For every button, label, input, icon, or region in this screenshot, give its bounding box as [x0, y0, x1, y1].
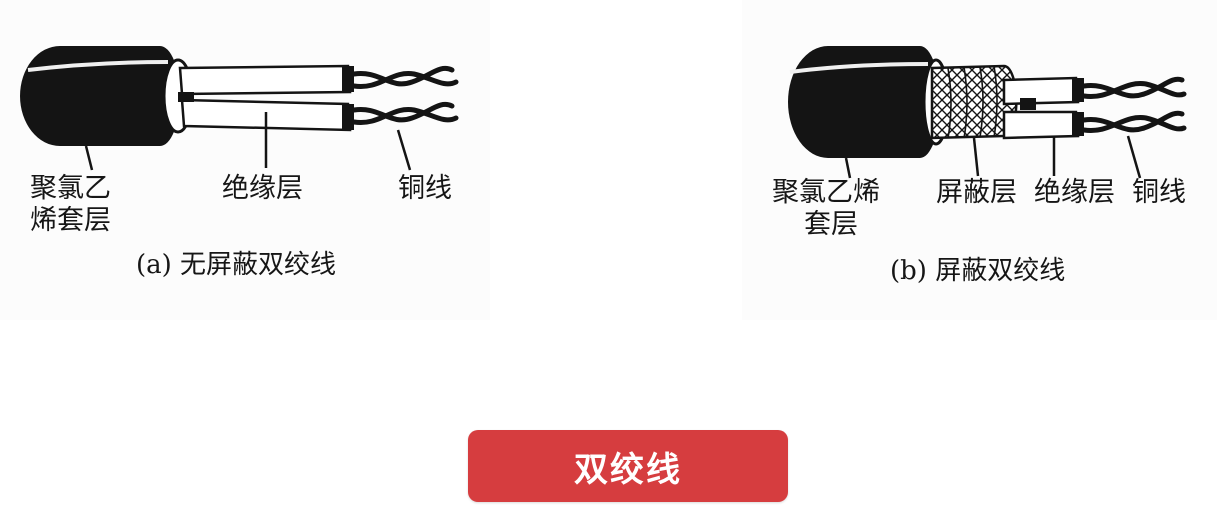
label-insulation: 绝缘层	[222, 173, 303, 204]
label-copper: 铜线	[1132, 177, 1186, 208]
pvc-jacket	[788, 46, 940, 158]
label-jacket-line2: 套层	[804, 209, 858, 240]
unshielded-cable-illustration	[20, 46, 459, 171]
label-copper: 铜线	[398, 173, 452, 204]
label-jacket-line1: 聚氯乙烯	[772, 177, 880, 208]
label-jacket-line2: 烯套层	[30, 205, 111, 236]
title-badge-label: 双绞线	[574, 449, 682, 490]
copper-wires	[1081, 76, 1187, 134]
label-shield: 屏蔽层	[936, 177, 1017, 208]
insulated-conductors	[1002, 76, 1084, 140]
figure-a-unshielded: 聚氯乙 烯套层 绝缘层 铜线 (a) 无屏蔽双绞线	[0, 0, 490, 320]
label-insulation: 绝缘层	[1034, 177, 1115, 208]
title-badge: 双绞线	[468, 430, 788, 502]
figure-b-shielded: 聚氯乙烯 套层 屏蔽层 绝缘层 铜线 (b) 屏蔽双绞线	[742, 0, 1217, 320]
caption-a: (a) 无屏蔽双绞线	[136, 250, 337, 280]
pvc-jacket	[20, 46, 180, 146]
caption-b: (b) 屏蔽双绞线	[890, 256, 1066, 286]
label-jacket-line1: 聚氯乙	[30, 173, 111, 204]
shielded-cable-illustration	[788, 46, 1187, 179]
copper-wires	[351, 66, 459, 126]
